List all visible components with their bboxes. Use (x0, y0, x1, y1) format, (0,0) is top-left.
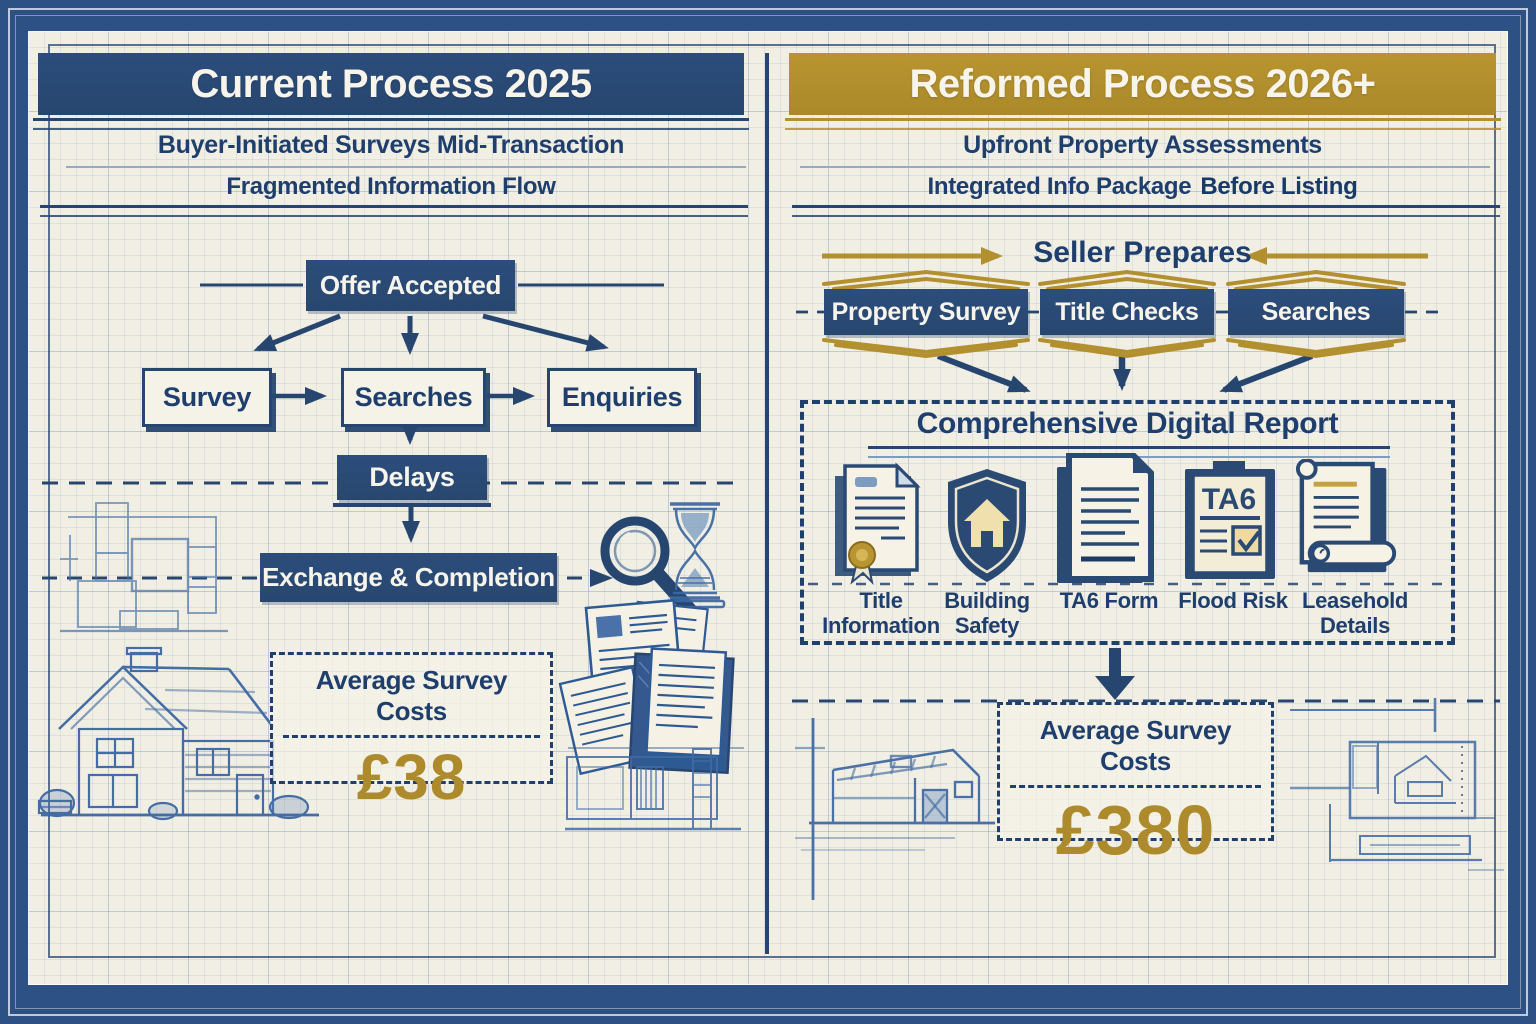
digital-report-box (800, 400, 1455, 645)
right-cost-label: Average Survey Costs (1010, 705, 1261, 788)
report-label-title-information: Title Information (822, 588, 940, 638)
right-subtitle-underline (792, 205, 1500, 217)
shield-house-icon (932, 455, 1042, 585)
right-cost-value: £380 (1055, 791, 1216, 869)
report-label-leasehold-details: Leasehold Details (1301, 588, 1409, 638)
left-subtitle-1: Buyer-Initiated Surveys Mid-Transaction (157, 131, 625, 159)
certificate-icon (826, 455, 936, 585)
report-label-building-safety: Building Safety (944, 588, 1030, 638)
document-icon (1054, 453, 1164, 585)
flow-step-exchange-completion: Exchange & Completion (260, 553, 557, 602)
prep-box-property-survey: Property Survey (824, 289, 1028, 335)
seller-prepares-label: Seller Prepares (1033, 236, 1252, 269)
flow-step-enquiries: Enquiries (547, 368, 697, 427)
left-subtitle-2: Fragmented Information Flow (226, 173, 556, 200)
right-title-underline (785, 118, 1501, 130)
left-cost-value: £38 (356, 741, 467, 813)
report-label-flood-risk: Flood Risk (1178, 588, 1288, 613)
left-title-underline (33, 118, 749, 130)
svg-text:TA6: TA6 (1202, 483, 1256, 516)
panel-divider (765, 53, 769, 954)
right-cost-box: Average Survey Costs £380 (997, 702, 1274, 867)
flow-step-delays: Delays (337, 455, 487, 500)
right-panel-title-bar: Reformed Process 2026+ (789, 53, 1496, 115)
prep-box-searches: Searches (1228, 289, 1404, 335)
left-subtitle-divider (66, 166, 746, 168)
report-label-ta6-form: TA6 Form (1059, 588, 1159, 613)
flow-step-offer-accepted: Offer Accepted (306, 260, 515, 311)
left-subtitle-underline (40, 205, 748, 217)
left-cost-label: Average Survey Costs (283, 655, 540, 738)
delays-underline (333, 503, 491, 507)
left-panel-title: Current Process 2025 (190, 61, 592, 106)
ta6-checklist-icon: TA6 (1178, 455, 1288, 585)
left-cost-box: Average Survey Costs £38 (270, 652, 553, 811)
right-subtitle-1: Upfront Property Assessments (963, 131, 1322, 159)
right-panel-title: Reformed Process 2026+ (909, 61, 1376, 106)
right-subtitle-divider (800, 166, 1490, 168)
left-panel-title-bar: Current Process 2025 (38, 53, 744, 115)
scroll-icon (1294, 455, 1404, 585)
digital-report-title: Comprehensive Digital Report (916, 407, 1339, 440)
flow-step-searches: Searches (341, 368, 486, 427)
prep-box-title-checks: Title Checks (1040, 289, 1214, 335)
flow-step-survey: Survey (142, 368, 272, 427)
